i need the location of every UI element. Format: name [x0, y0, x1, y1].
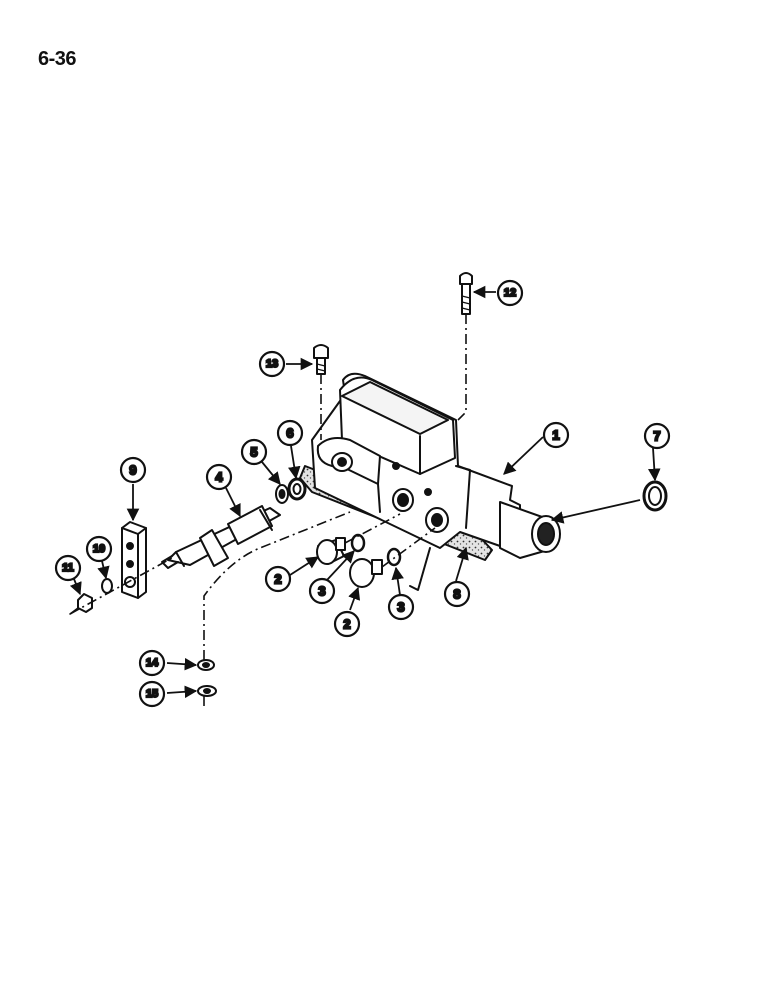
svg-text:10: 10 [93, 543, 105, 555]
callout-10: 10 [85, 535, 113, 563]
seal-part-6 [287, 477, 307, 501]
callout-4: 4 [205, 463, 233, 491]
housing-part-1 [311, 372, 561, 559]
svg-text:2: 2 [274, 572, 281, 587]
bolt-part-12 [459, 272, 473, 315]
callout-7: 7 [643, 422, 671, 450]
callout-1: 1 [542, 421, 570, 449]
leader-5 [261, 461, 281, 485]
leader-3b [391, 566, 404, 596]
centerline-plug-lower [381, 527, 436, 568]
svg-text:1: 1 [552, 428, 559, 443]
callout-6: 6 [276, 419, 304, 447]
leader-4 [225, 487, 241, 518]
leader-11 [69, 578, 82, 596]
svg-text:5: 5 [250, 445, 257, 460]
callout-9: 9 [119, 456, 147, 484]
washer-part-15 [197, 685, 217, 697]
leader-10 [97, 560, 110, 580]
callout-2-upper: 2 [264, 565, 292, 593]
leader-2a [289, 556, 320, 576]
svg-text:4: 4 [215, 470, 223, 485]
washer-part-3-upper [350, 533, 366, 553]
callout-12: 12 [496, 279, 524, 307]
leader-7b [550, 499, 641, 524]
leader-7 [648, 447, 661, 482]
callout-2-lower: 2 [333, 610, 361, 638]
callout-3-upper: 3 [308, 577, 336, 605]
leader-8 [455, 546, 469, 582]
callout-11: 11 [54, 554, 82, 582]
plug-part-2-lower [349, 558, 383, 588]
bolt-part-13 [313, 344, 329, 375]
washer-part-5 [275, 484, 289, 504]
svg-text:8: 8 [453, 587, 460, 602]
page-number: 6-36 [38, 48, 77, 70]
svg-text:2: 2 [343, 617, 350, 632]
leader-2b [348, 586, 361, 611]
svg-text:14: 14 [146, 657, 159, 669]
svg-text:13: 13 [266, 358, 278, 370]
svg-text:15: 15 [146, 688, 158, 700]
leader-14 [166, 657, 198, 671]
svg-text:6: 6 [286, 426, 293, 441]
leader-1 [503, 436, 544, 475]
leader-3a [326, 550, 355, 581]
callout-15: 15 [138, 680, 166, 708]
svg-text:9: 9 [129, 463, 136, 478]
leader-15 [166, 685, 198, 699]
link-bar-part-9 [121, 521, 147, 599]
svg-text:3: 3 [397, 600, 404, 615]
spool-part-4 [161, 505, 281, 569]
centerline-bolt-12 [457, 314, 467, 421]
callout-8: 8 [443, 580, 471, 608]
o-ring-part-7 [642, 480, 668, 512]
svg-text:3: 3 [318, 584, 325, 599]
callout-3-lower: 3 [387, 593, 415, 621]
washer-part-14 [197, 659, 215, 671]
leader-6 [288, 445, 301, 480]
plug-part-2-upper [316, 537, 346, 565]
svg-text:11: 11 [62, 562, 74, 574]
callout-13: 13 [258, 350, 286, 378]
svg-text:12: 12 [504, 287, 516, 299]
centerline-washer-14 [203, 511, 351, 660]
washer-part-3-lower [386, 547, 402, 567]
callout-14: 14 [138, 649, 166, 677]
svg-text:7: 7 [653, 429, 660, 444]
callout-5: 5 [240, 438, 268, 466]
